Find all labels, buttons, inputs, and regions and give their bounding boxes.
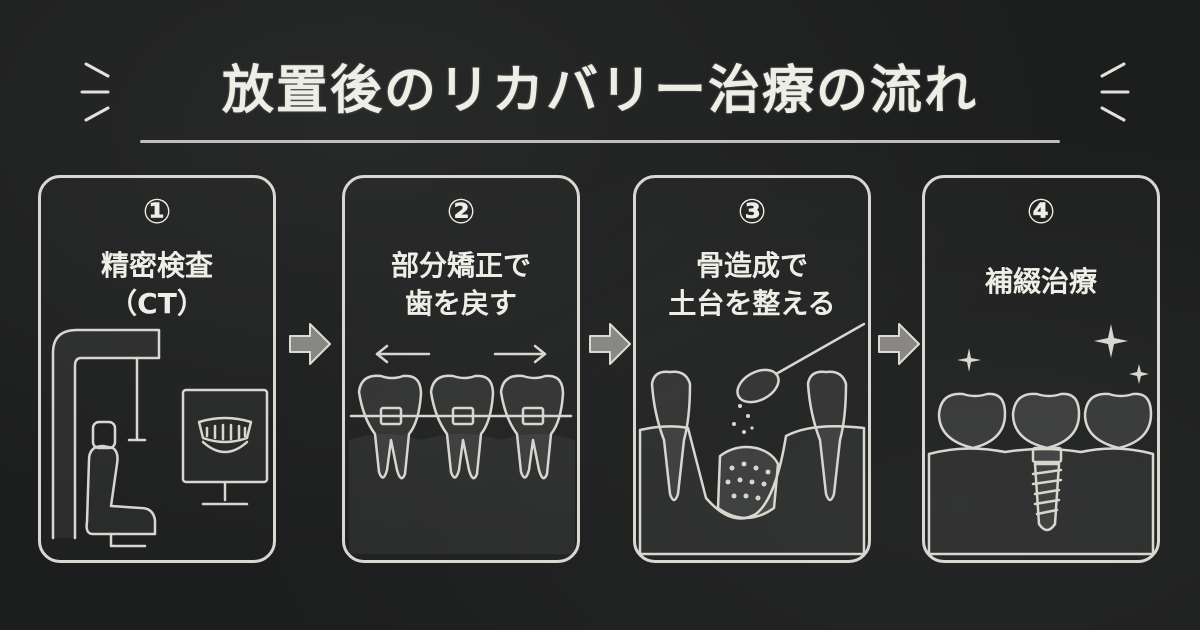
step-label-line1: 骨造成で: [695, 249, 808, 282]
step-panel-2: ② 部分矯正で 歯を戻す: [342, 175, 580, 563]
arrow-right-icon: [289, 323, 331, 365]
emphasis-lines-left-icon: [80, 62, 110, 122]
orthodontic-braces-icon: [349, 344, 575, 554]
arrow-right-icon: [589, 323, 631, 365]
step-label-line2: 歯を戻す: [404, 287, 517, 320]
step-label-line1: 部分矯正で: [390, 249, 531, 282]
step-label-line1: 補綴治療: [984, 265, 1097, 298]
step-panel-4: ④ 補綴治療: [922, 175, 1160, 563]
page-title: 放置後のリカバリー治療の流れ: [221, 61, 978, 121]
ct-scanner-icon: [51, 328, 269, 548]
step-panel-3: ③ 骨造成で 土台を整える: [633, 175, 871, 563]
arrow-right-icon: [878, 323, 920, 365]
emphasis-lines-right-icon: [1100, 62, 1130, 122]
step-number: ①: [142, 192, 172, 232]
step-panel-1: ① 精密検査 （CT）: [38, 175, 276, 563]
step-label-line1: 精密検査: [100, 249, 213, 282]
step-number: ②: [446, 192, 476, 232]
bone-graft-icon: [638, 322, 866, 556]
step-number: ④: [1026, 192, 1056, 232]
title-underline: [140, 140, 1060, 143]
step-label-line2: 土台を整える: [668, 287, 836, 320]
step-label-line2: （CT）: [109, 287, 205, 320]
step-number: ③: [737, 192, 767, 232]
dental-implant-icon: [927, 324, 1155, 556]
